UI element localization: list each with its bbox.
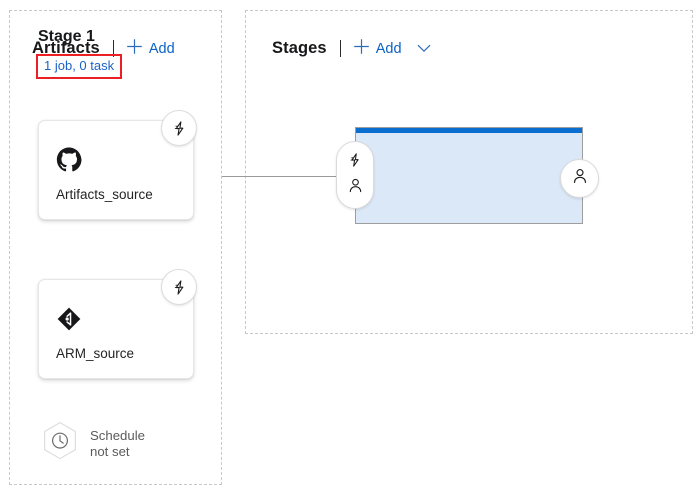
schedule-label: Schedule not set [90, 427, 145, 459]
lightning-bolt-icon[interactable] [161, 110, 197, 146]
pre-deployment-conditions-badge[interactable] [336, 141, 374, 209]
clock-hexagon-icon [42, 421, 78, 466]
artifacts-add-button[interactable]: Add [126, 38, 175, 59]
stage-title: Stage 1 [38, 28, 95, 45]
artifacts-title: Artifacts [32, 39, 100, 57]
artifacts-header: Artifacts Add [32, 38, 175, 59]
artifact-label: ARM_source [56, 346, 135, 361]
lightning-bolt-icon[interactable] [347, 152, 363, 173]
lightning-bolt-icon[interactable] [161, 269, 197, 305]
plus-icon [126, 38, 143, 59]
schedule-trigger[interactable]: Schedule not set [42, 421, 145, 466]
chevron-down-icon[interactable] [417, 41, 431, 57]
stage-accent-bar [356, 128, 582, 133]
stages-add-button[interactable]: Add [353, 38, 431, 59]
github-icon [56, 147, 82, 173]
azure-repos-icon [56, 306, 82, 332]
header-divider [112, 40, 114, 57]
stage-jobs-tasks-link[interactable]: 1 job, 0 task [36, 54, 123, 79]
post-deployment-conditions-badge[interactable] [560, 159, 599, 198]
artifacts-add-label: Add [148, 40, 175, 57]
plus-icon [353, 38, 370, 59]
stage-card-stage-1[interactable] [355, 127, 583, 224]
stages-add-label: Add [375, 40, 402, 57]
artifacts-panel [9, 10, 222, 485]
stages-panel [245, 10, 693, 334]
stages-title: Stages [272, 39, 327, 57]
stages-header: Stages Add [272, 38, 431, 59]
person-icon[interactable] [347, 177, 364, 199]
person-icon [571, 167, 589, 190]
header-divider [339, 40, 341, 57]
artifact-stage-connector [222, 176, 340, 177]
artifact-label: Artifacts_source [56, 187, 153, 202]
